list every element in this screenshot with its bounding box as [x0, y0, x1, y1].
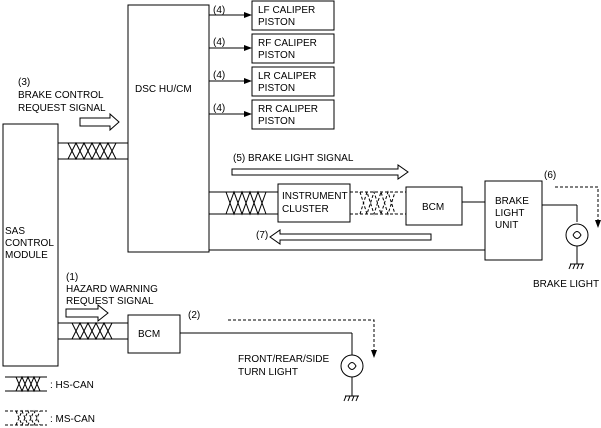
rf-label-line1: RF CALIPER — [258, 38, 317, 49]
signal-5-label: (5) BRAKE LIGHT SIGNAL — [233, 153, 354, 164]
hs-can-twisted-pair-icon — [209, 190, 278, 216]
caliper-signal-label-rr: (4) — [213, 103, 225, 114]
turn-light-label-line2: TURN LIGHT — [238, 367, 298, 378]
signal-6-label: (6) — [544, 170, 556, 181]
signal-1-arrow-icon — [65, 303, 109, 323]
instrument-label-line2: CLUSTER — [282, 204, 329, 215]
hs-can-twisted-pair-icon — [58, 141, 128, 161]
caliper-connections: (4) (4) (4) (4) — [209, 5, 252, 117]
rr-label-line2: PISTON — [258, 116, 295, 127]
brake-light-signal: (5) BRAKE LIGHT SIGNAL — [231, 153, 409, 180]
brake-unit-label-line1: BRAKE — [495, 196, 529, 207]
ground-icon — [343, 395, 359, 402]
caliper-signal-label-lr: (4) — [213, 70, 225, 81]
lf-caliper-piston: LF CALIPER PISTON — [251, 0, 335, 31]
instrument-cluster: INSTRUMENT CLUSTER — [277, 183, 351, 223]
lf-label-line1: LF CALIPER — [258, 5, 315, 16]
brake-light-unit: BRAKE LIGHT UNIT — [484, 180, 543, 261]
sas-label-line2: CONTROL — [5, 238, 54, 249]
dsc-hu-cm: DSC HU/CM — [127, 4, 210, 253]
signal-7-label: (7) — [256, 230, 268, 241]
hs-can-twisted-pair-icon — [58, 321, 128, 341]
signal-2-label: (2) — [188, 310, 200, 321]
signal-5-arrow-icon — [231, 164, 409, 180]
brake-unit-label-line2: LIGHT — [495, 208, 524, 219]
hs-can-twisted-pair-icon — [5, 375, 47, 393]
sas-label-line3: MODULE — [5, 250, 48, 261]
signal-1-number: (1) — [66, 272, 78, 283]
lf-label-line2: PISTON — [258, 17, 295, 28]
bcm-upper: BCM — [405, 186, 463, 226]
lamp-icon — [565, 223, 589, 247]
rf-caliper-piston: RF CALIPER PISTON — [251, 33, 335, 64]
signal-3-line2: REQUEST SIGNAL — [18, 103, 106, 114]
signal-7-arrow-icon — [269, 229, 432, 245]
lr-label-line2: PISTON — [258, 83, 295, 94]
sas-control-module: SAS CONTROL MODULE — [2, 123, 59, 367]
dsc-label: DSC HU/CM — [135, 84, 192, 95]
signal-3-line1: BRAKE CONTROL — [18, 90, 104, 101]
legend: : HS-CAN : MS-CAN — [5, 375, 95, 427]
signal-3-arrow-icon — [79, 112, 120, 132]
brake-control-request-signal: (3) BRAKE CONTROL REQUEST SIGNAL — [18, 77, 120, 132]
lamp-icon — [340, 354, 364, 378]
sas-label-line1: SAS — [5, 226, 25, 237]
legend-hs-can-label: : HS-CAN — [50, 380, 94, 391]
lr-caliper-piston: LR CALIPER PISTON — [251, 66, 335, 97]
signal-1-line2: REQUEST SIGNAL — [66, 296, 154, 307]
ground-icon — [568, 263, 584, 270]
hazard-warning-request-signal: (1) HAZARD WARNING REQUEST SIGNAL — [65, 272, 158, 323]
bcm-lower: BCM — [127, 314, 181, 354]
lr-label-line1: LR CALIPER — [258, 71, 316, 82]
legend-ms-can-label: : MS-CAN — [50, 414, 95, 425]
brake-unit-label-line3: UNIT — [495, 220, 518, 231]
ms-can-twisted-pair-icon — [350, 190, 406, 216]
turn-light-label-line1: FRONT/REAR/SIDE — [238, 354, 329, 365]
rr-caliper-piston: RR CALIPER PISTON — [251, 99, 335, 130]
instrument-label-line1: INSTRUMENT — [282, 191, 348, 202]
caliper-signal-label-lf: (4) — [213, 5, 225, 16]
brake-light-circuit: (6) BRAKE LIGHT — [533, 170, 601, 290]
bcm-lower-label: BCM — [138, 329, 160, 340]
ms-can-twisted-pair-icon — [5, 409, 47, 427]
turn-light-circuit: (2) FRONT/REAR/SIDE TURN LIGHT — [180, 310, 377, 402]
rf-label-line2: PISTON — [258, 50, 295, 61]
signal-3-number: (3) — [18, 77, 30, 88]
bcm-upper-label: BCM — [422, 202, 444, 213]
signal-1-line1: HAZARD WARNING — [66, 284, 158, 295]
rr-label-line1: RR CALIPER — [258, 104, 318, 115]
signal-7: (7) — [256, 229, 432, 245]
caliper-signal-label-rf: (4) — [213, 37, 225, 48]
brake-light-label: BRAKE LIGHT — [533, 279, 599, 290]
